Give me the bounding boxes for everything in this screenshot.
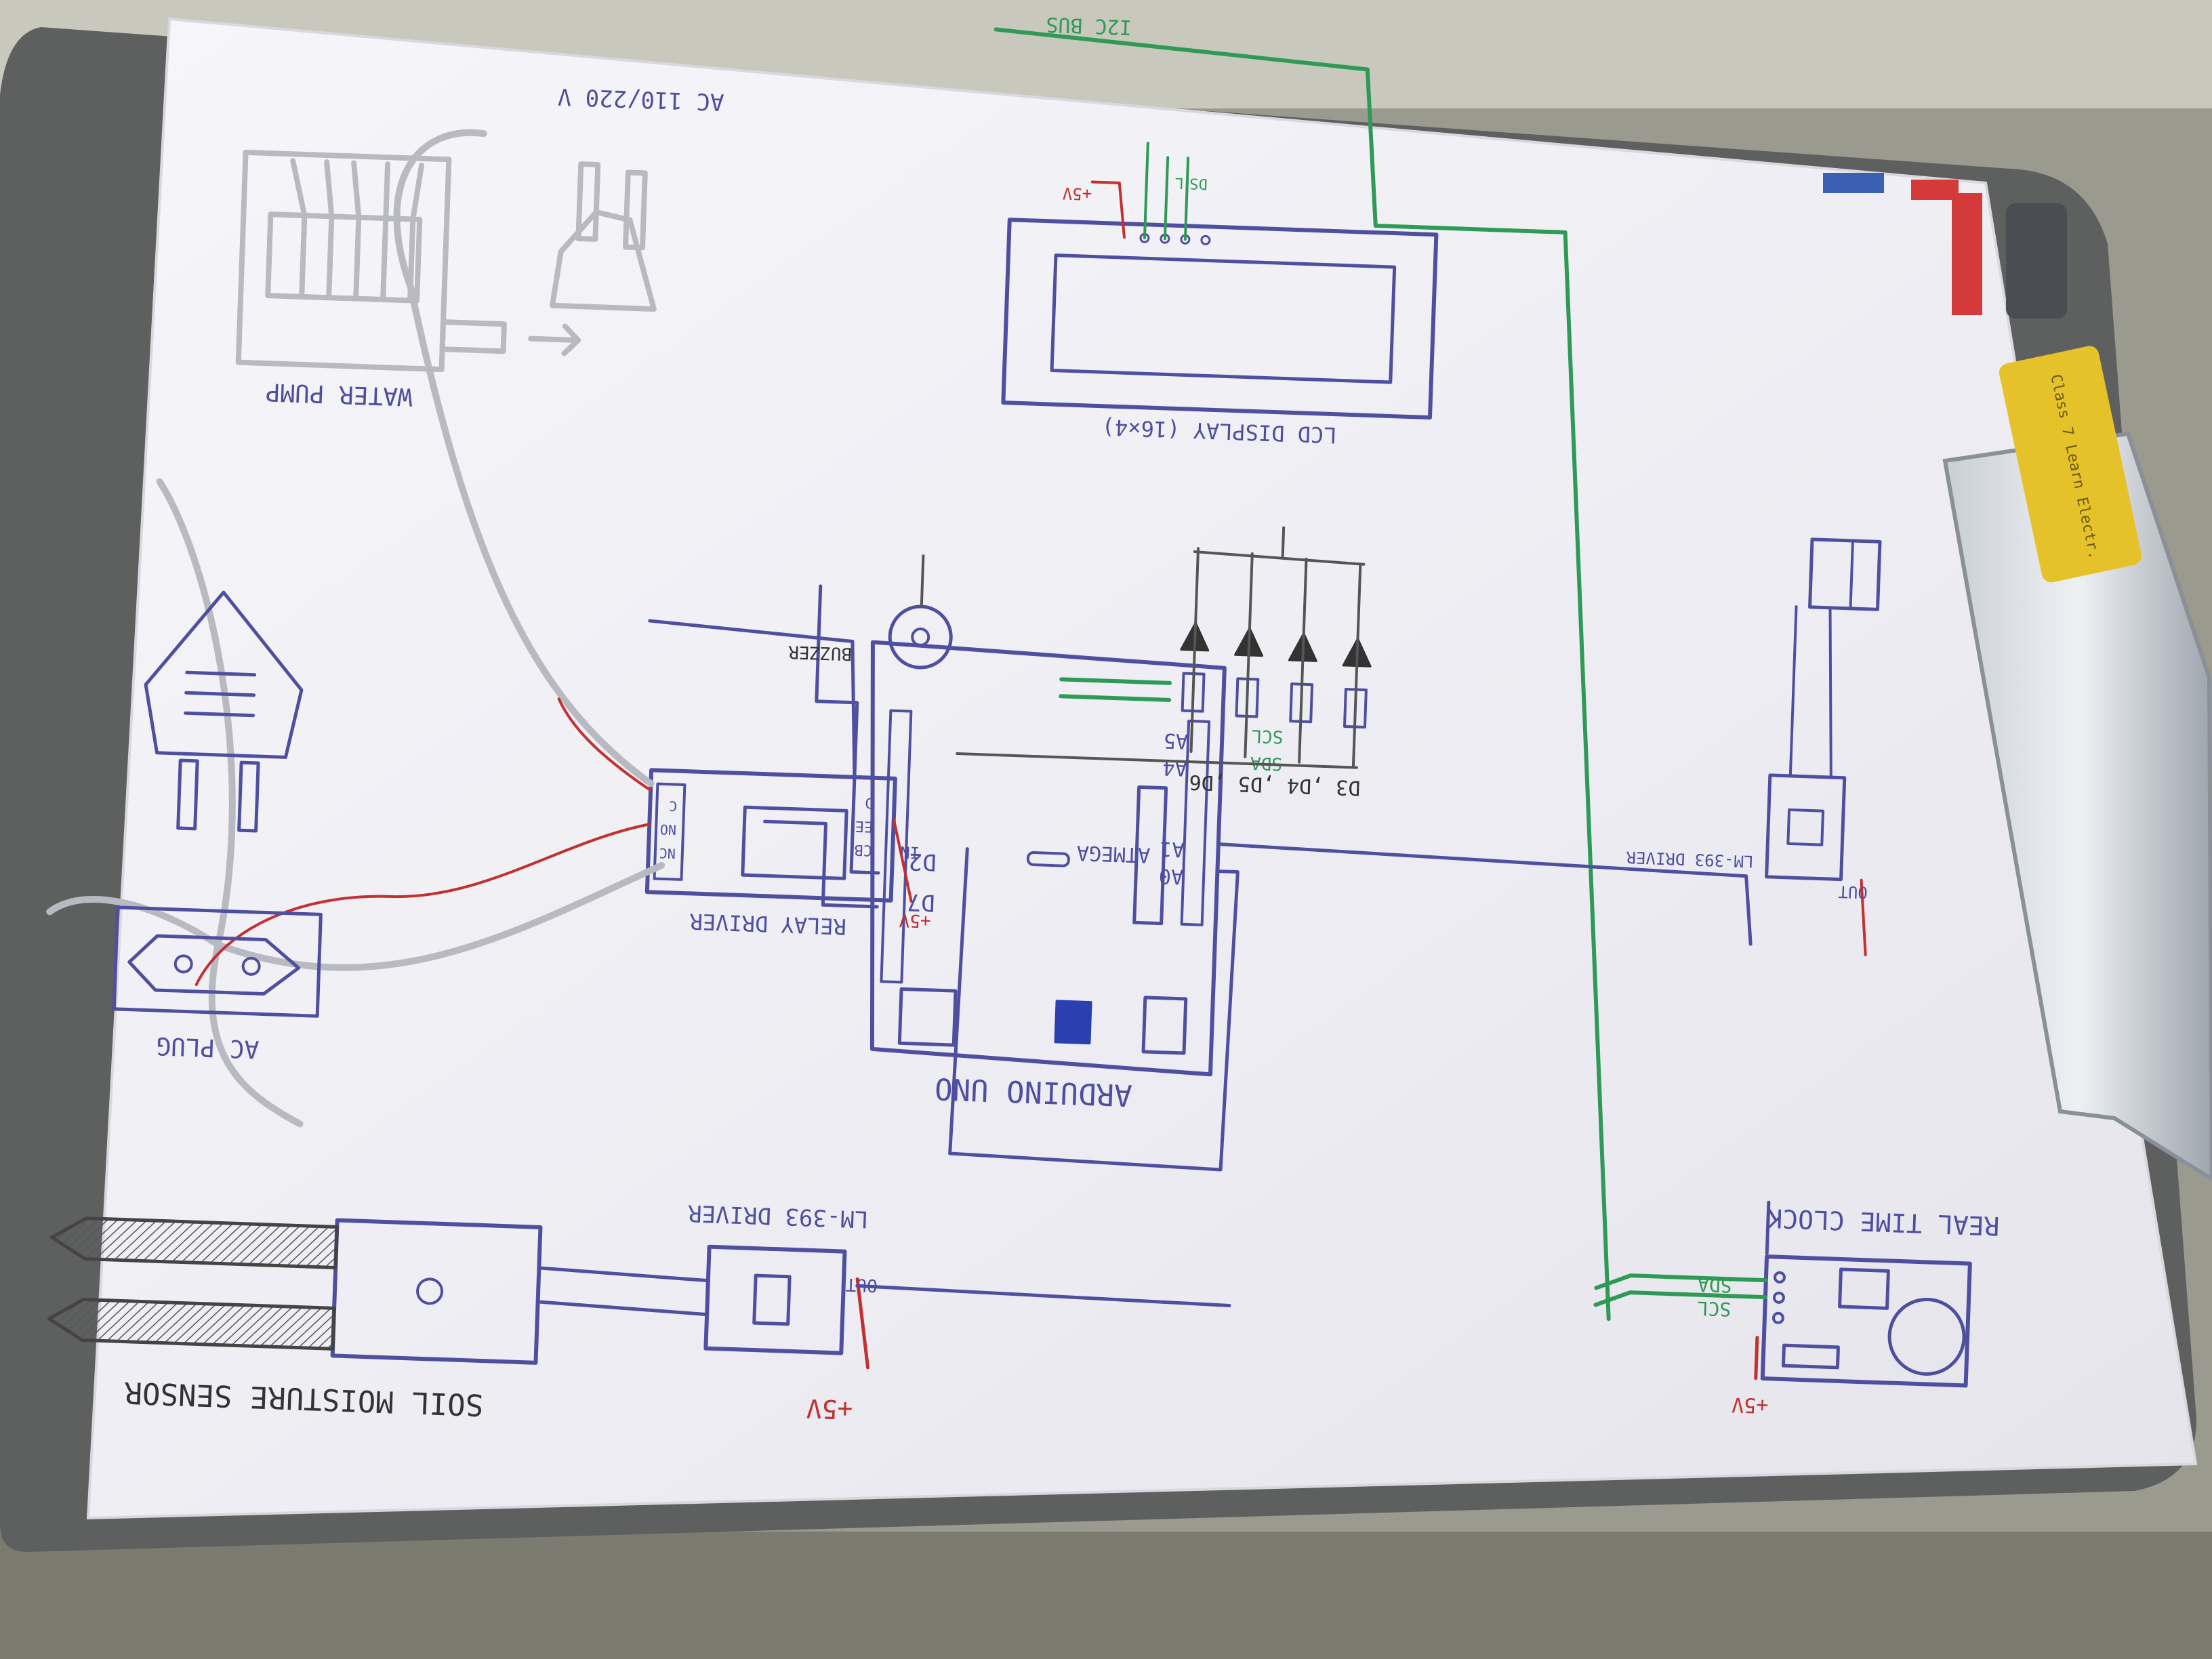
water-pump-label: WATER PUMP bbox=[265, 377, 413, 411]
sensor-driver-label: LM-393 DRIVER bbox=[1626, 848, 1754, 872]
tablecloth-bottom bbox=[0, 1532, 2212, 1659]
pin-d2-label: D2 bbox=[908, 848, 937, 876]
lcd-5v-label: +5V bbox=[1062, 184, 1092, 203]
relay-pin-ee: EE bbox=[855, 817, 873, 835]
rtc-module: REAL TIME CLOCK SCL SDA +5V bbox=[1696, 1200, 2000, 1417]
sensor-driver-module: LM-393 DRIVER OUT bbox=[1626, 537, 1882, 956]
ac-cables bbox=[46, 129, 665, 1128]
water-pump: WATER PUMP bbox=[235, 149, 581, 411]
relay-no-label: NO bbox=[660, 821, 677, 838]
red-ac-wires bbox=[194, 697, 653, 987]
relay-label: RELAY DRIVER bbox=[689, 908, 846, 939]
relay-c-label: C bbox=[669, 798, 678, 814]
relay-nc-label: NC bbox=[659, 845, 676, 862]
i2c-bus-label: I2C BUS bbox=[1046, 12, 1132, 39]
lcd-pin-ds: DS bbox=[1189, 174, 1208, 192]
relay-pin-cb: CB bbox=[854, 841, 872, 859]
wall-plug bbox=[144, 590, 304, 833]
pin-a5-label: A5 bbox=[1163, 729, 1188, 753]
relay-pin-d: D bbox=[865, 794, 874, 811]
i2c-bus-wires bbox=[994, 27, 1768, 1322]
ac-plug-label: AC PLUG bbox=[156, 1031, 260, 1063]
buzzer-label: BUZZER bbox=[788, 641, 853, 663]
clip-lever bbox=[1942, 431, 2212, 1182]
lcd-pin-l: L bbox=[1174, 174, 1184, 191]
yellow-tag bbox=[1999, 346, 2142, 583]
blue-sticker bbox=[1823, 173, 1884, 193]
red-sticker bbox=[1911, 180, 1959, 200]
ac-supply-plug: AC 110/220 V bbox=[549, 83, 724, 312]
lm393-5v-label: +5V bbox=[806, 1393, 853, 1425]
pin-a0-label: A0 bbox=[1158, 864, 1183, 888]
ac-plug-socket: AC PLUG bbox=[112, 905, 323, 1063]
arduino-label: ARDUINO UNO bbox=[934, 1071, 1132, 1112]
relay-5v-label: +5V bbox=[899, 909, 931, 931]
paper-sheet bbox=[86, 17, 2198, 1520]
pin-a1-label: A1 bbox=[1160, 837, 1185, 861]
lm393-driver: LM-393 DRIVER OUT +5V bbox=[687, 1200, 1231, 1425]
arduino-uno: ARDUINO UNO ATMEGA D7 D2 A0 A1 A4 A5 SDA… bbox=[869, 640, 1284, 1112]
lm393-label: LM-393 DRIVER bbox=[687, 1200, 869, 1233]
rtc-5v-label: +5V bbox=[1732, 1392, 1769, 1417]
red-tab bbox=[1952, 193, 1982, 315]
ac-supply-label: AC 110/220 V bbox=[557, 83, 724, 116]
soil-moisture-sensor: SOIL MOISTURE SENSOR bbox=[47, 1216, 710, 1422]
clip-hinge bbox=[2006, 203, 2067, 319]
pin-a4-label: A4 bbox=[1162, 756, 1187, 780]
rtc-scl-label: SCL bbox=[1696, 1297, 1732, 1321]
relay-driver: RELAY DRIVER NC NO C IN CB EE D +5V bbox=[644, 768, 931, 939]
buzzer: BUZZER bbox=[788, 554, 953, 670]
scl-label: SCL bbox=[1251, 725, 1284, 747]
chip-label: ATMEGA bbox=[1076, 840, 1151, 867]
